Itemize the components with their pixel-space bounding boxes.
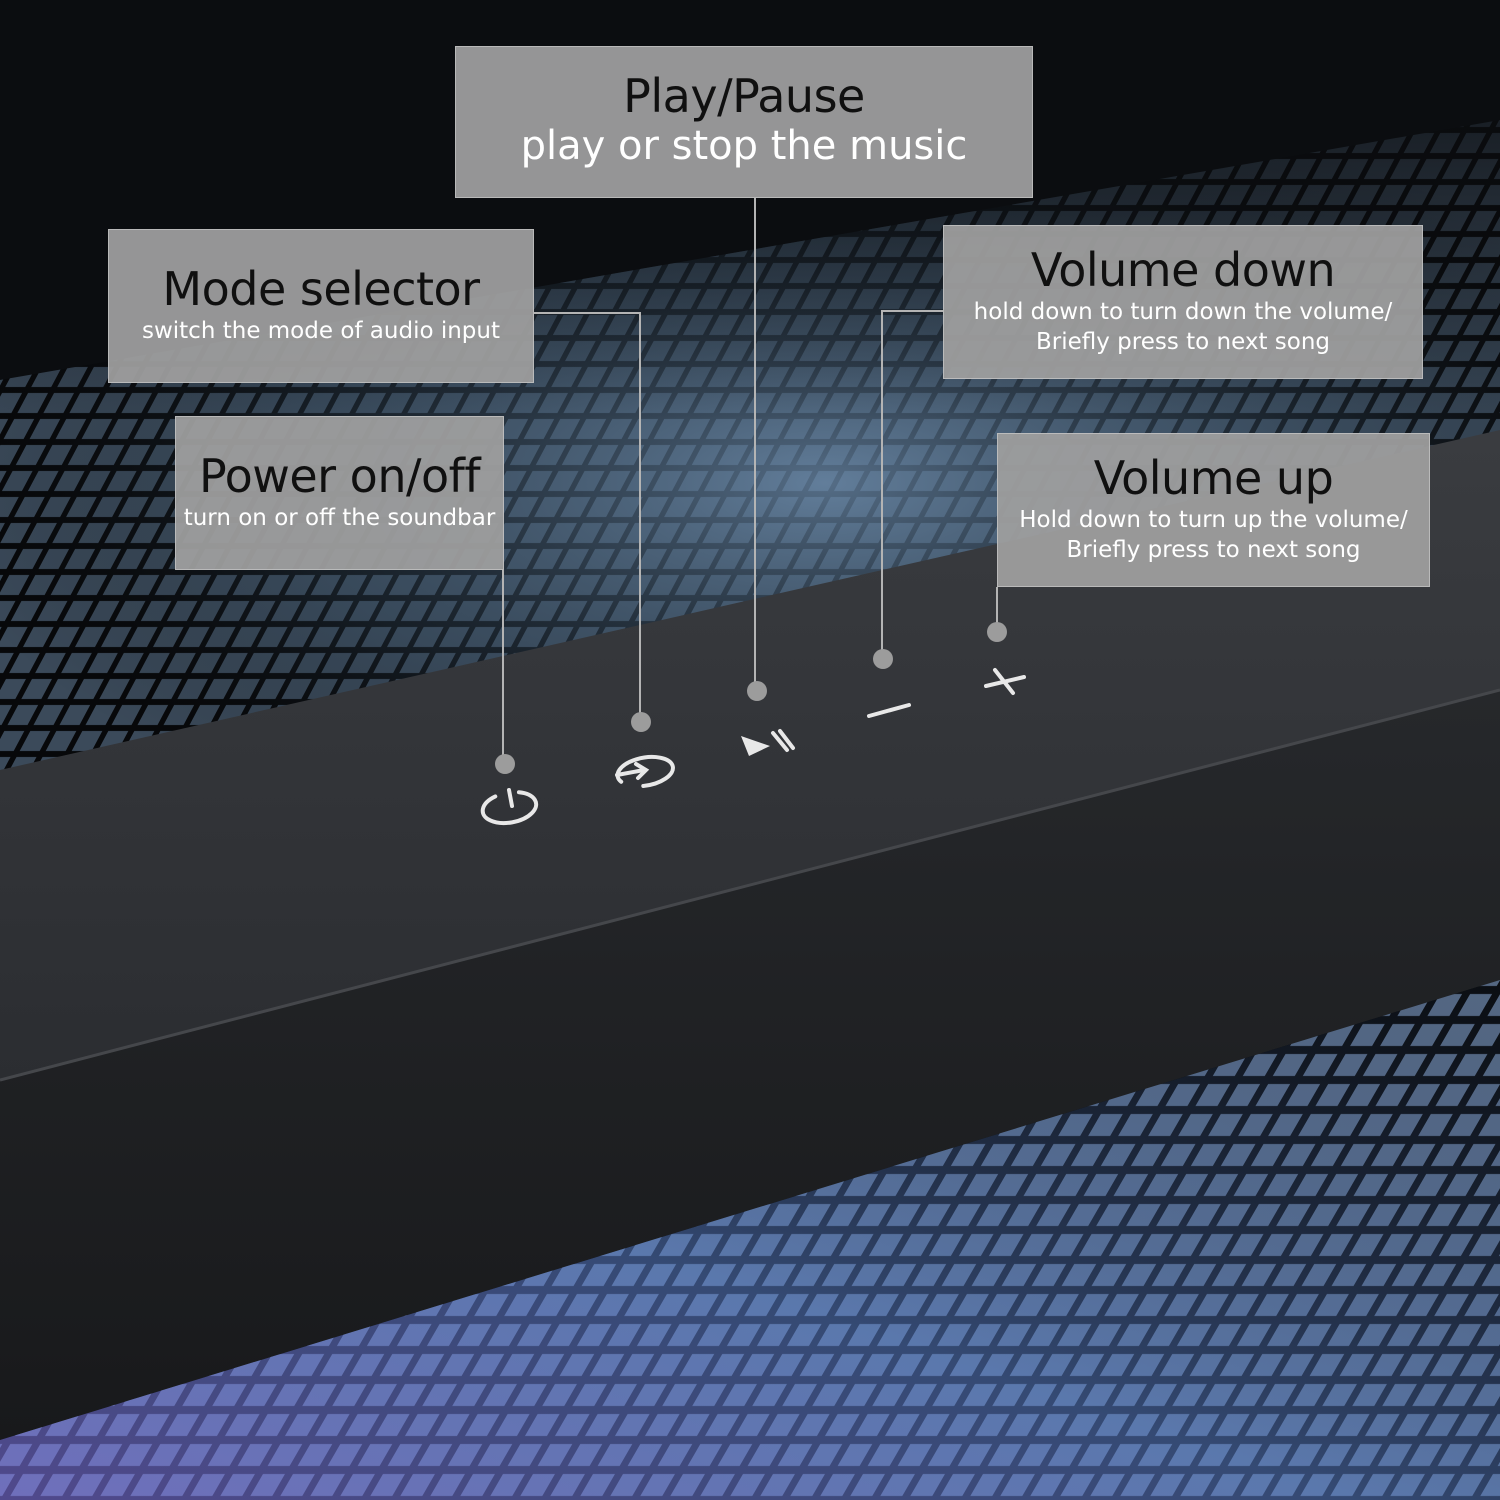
soundbar-edge <box>0 688 1500 1082</box>
callout-description-line-2: Briefly press to next song <box>1035 329 1331 356</box>
play-pause-icon[interactable] <box>741 729 795 756</box>
leader-line-volume-down <box>881 310 943 659</box>
leader-dot-play-pause <box>747 681 767 701</box>
leader-dot-volume-up <box>987 622 1007 642</box>
leader-dot-volume-down <box>873 649 893 669</box>
callout-volume-down: Volume down hold down to turn down the v… <box>943 225 1423 379</box>
callout-title: Volume up <box>1093 450 1334 505</box>
callout-title: Play/Pause <box>623 68 865 123</box>
plus-icon[interactable] <box>984 668 1026 695</box>
callout-power: Power on/off turn on or off the soundbar <box>175 416 504 570</box>
callout-description: play or stop the music <box>520 123 968 170</box>
callout-title: Power on/off <box>198 448 481 503</box>
leader-dot-mode <box>631 712 651 732</box>
callout-description: turn on or off the soundbar <box>183 505 496 532</box>
callout-description-line-1: hold down to turn down the volume/ <box>973 299 1393 326</box>
power-icon[interactable] <box>480 788 539 827</box>
leader-dots <box>495 622 1007 774</box>
minus-icon[interactable] <box>867 703 911 718</box>
callout-play-pause: Play/Pause play or stop the music <box>455 46 1033 198</box>
callout-mode-selector: Mode selector switch the mode of audio i… <box>108 229 534 383</box>
callout-title: Mode selector <box>162 261 480 316</box>
leader-lines <box>502 198 998 764</box>
input-source-icon[interactable] <box>615 753 675 790</box>
leader-dot-power <box>495 754 515 774</box>
lower-glow <box>0 980 1500 1500</box>
leader-line-mode <box>534 312 641 722</box>
callout-description: switch the mode of audio input <box>141 318 501 345</box>
soundbar-front-face <box>0 690 1500 1440</box>
callout-description-line-1: Hold down to turn up the volume/ <box>1019 507 1408 534</box>
callout-volume-up: Volume up Hold down to turn up the volum… <box>997 433 1430 587</box>
callout-title: Volume down <box>1030 242 1336 297</box>
callout-description-line-2: Briefly press to next song <box>1066 537 1361 564</box>
